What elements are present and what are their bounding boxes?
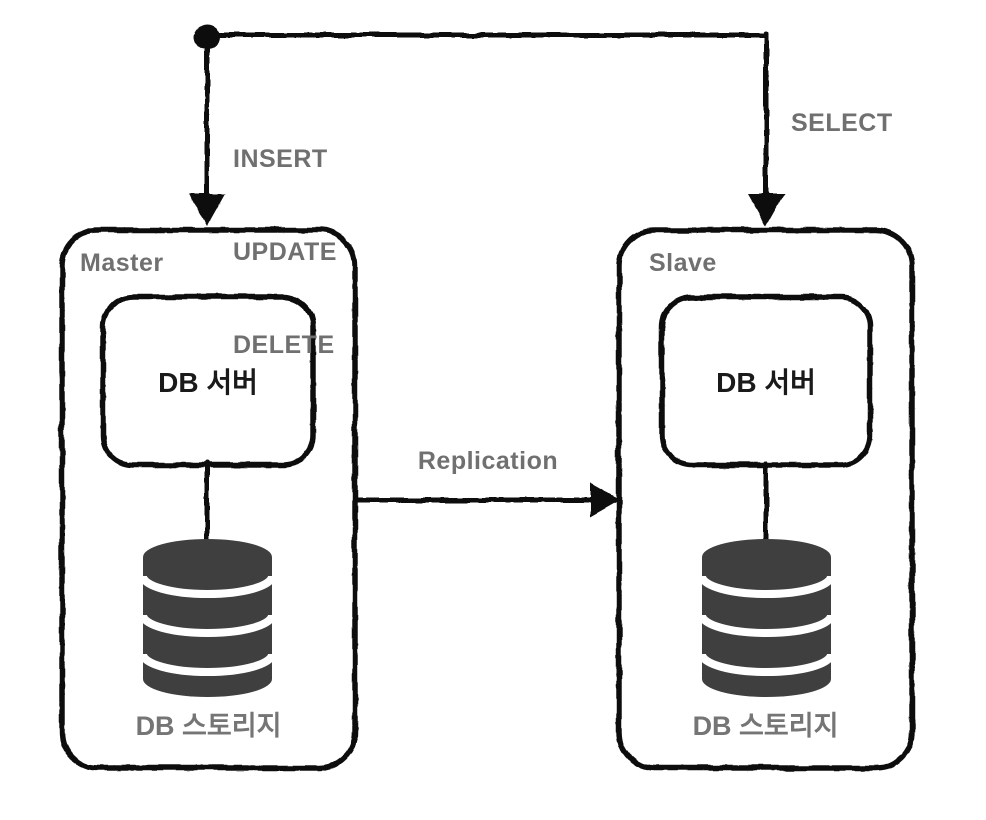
read-arrowhead-icon [748, 194, 784, 226]
master-server-label: DB 서버 [158, 367, 258, 398]
write-arrowhead-icon [189, 194, 225, 226]
master-storage-label: DB 스토리지 [135, 711, 282, 741]
slave-database-icon [699, 539, 834, 697]
write-op-insert: INSERT [233, 145, 328, 173]
write-op-delete: DELETE [233, 331, 335, 359]
slave-server-label: DB 서버 [716, 367, 816, 398]
write-operations-label: INSERT UPDATE DELETE [233, 82, 337, 423]
replication-arrowhead-icon [590, 483, 620, 517]
write-op-update: UPDATE [233, 238, 337, 266]
slave-title: Slave [649, 249, 717, 277]
slave-storage-label: DB 스토리지 [692, 711, 839, 741]
read-operation-label: SELECT [791, 109, 893, 137]
replication-label: Replication [417, 447, 559, 475]
slave-box-outline [616, 227, 915, 771]
master-database-icon [140, 539, 275, 697]
master-title: Master [80, 249, 164, 277]
